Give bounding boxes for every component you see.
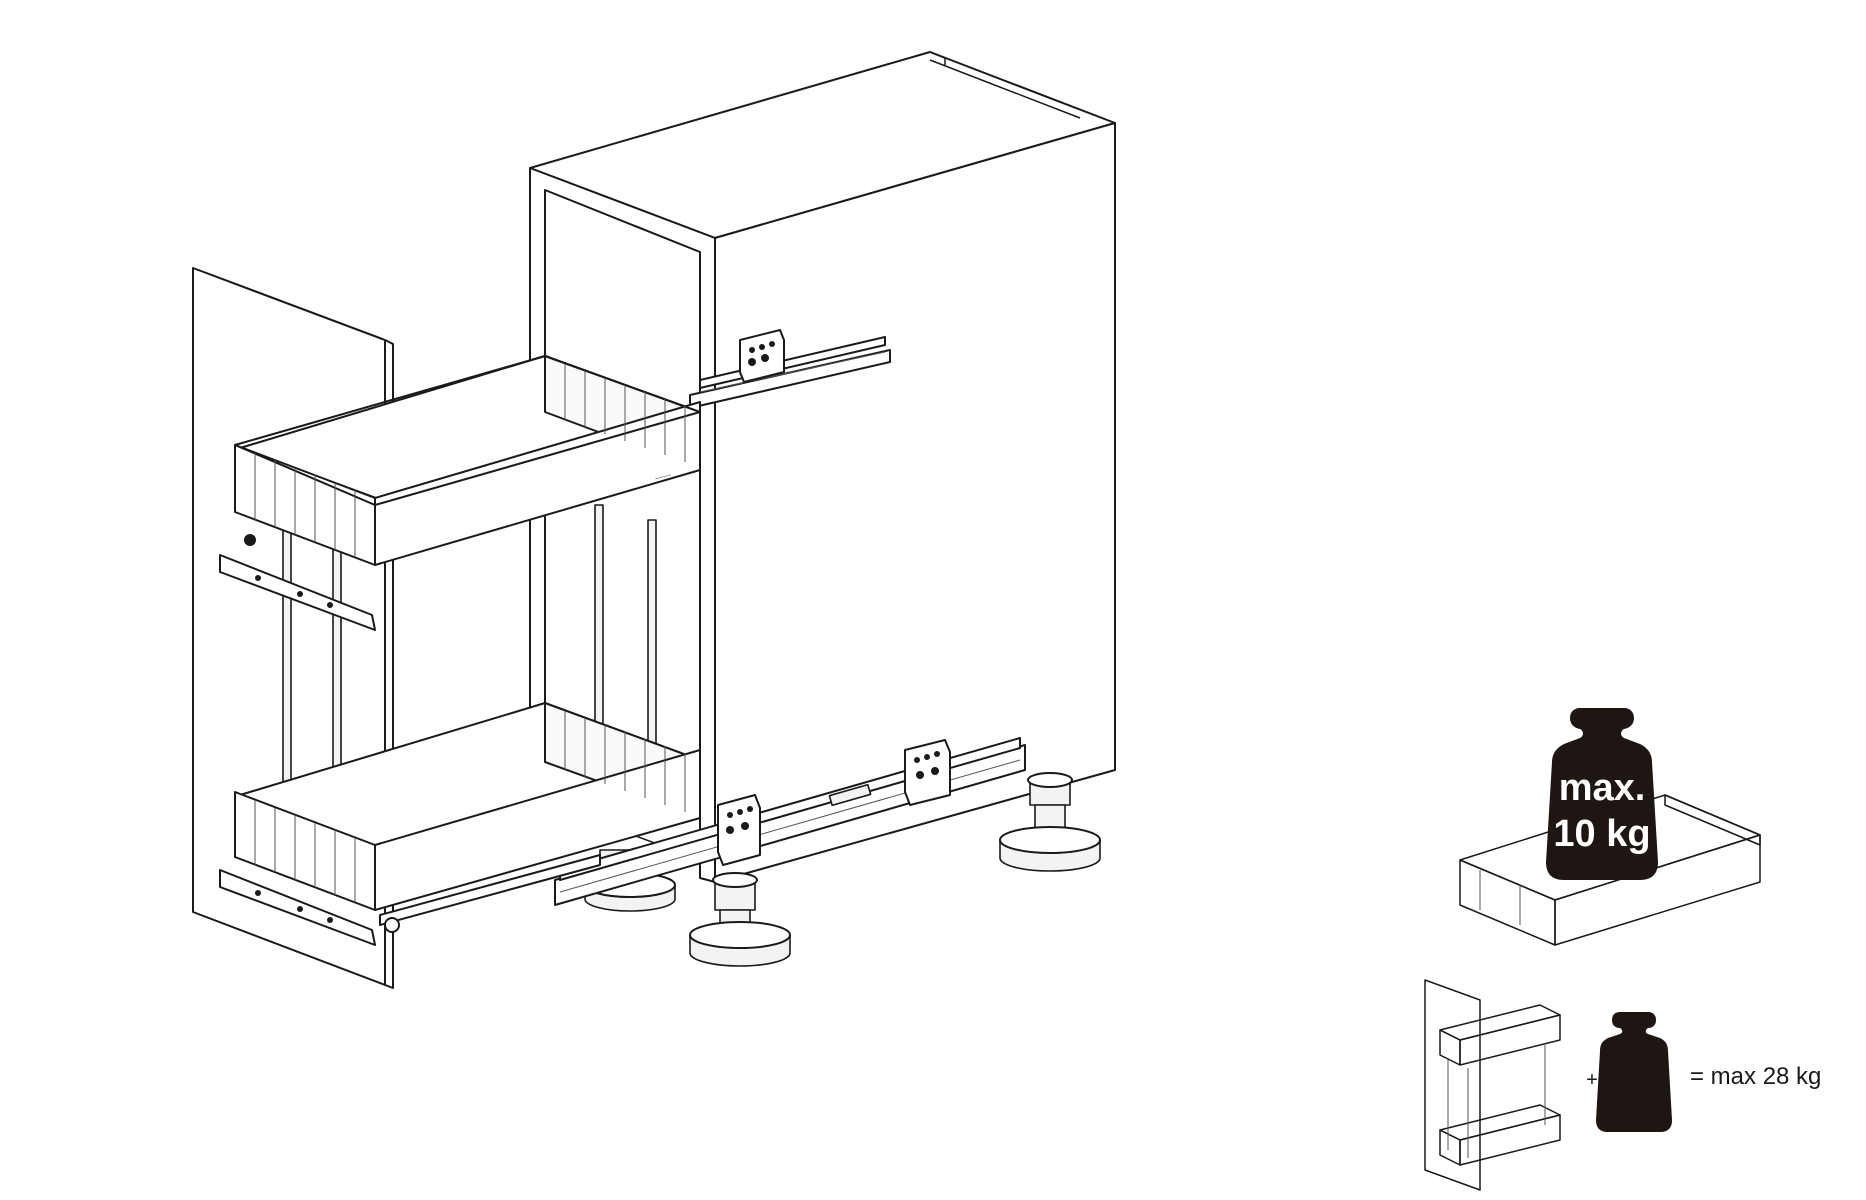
total-load-label: = max 28 kg [1690,1063,1821,1090]
weight-icon: max. 10 kg [1546,708,1658,880]
lower-rail-front-bracket [717,794,761,866]
plus-sign: + [1586,1069,1598,1091]
lower-basket [219,702,701,946]
mini-cabinet-icon [1424,979,1561,1191]
cabinet-illustration [529,51,1116,883]
foot-front-right [689,872,791,967]
total-load-illustration: + = max 28 kg [1424,979,1821,1191]
upper-slide-rail [689,329,891,409]
foot-back-right [999,772,1101,872]
upper-rail-mount-bracket [739,329,785,383]
lower-rail-back-bracket [904,739,951,806]
basket-brand-mark: ~~~~ [654,472,672,483]
weight-label-line1: max. [1559,767,1646,809]
lower-slide-rail [554,737,1026,906]
cabinet-leveling-feet [584,772,1101,967]
single-basket-load-illustration: max. 10 kg [1459,708,1761,946]
total-weight-icon [1596,1012,1672,1132]
upper-basket: ~~~~ [219,355,701,631]
weight-label-line2: 10 kg [1553,813,1650,855]
